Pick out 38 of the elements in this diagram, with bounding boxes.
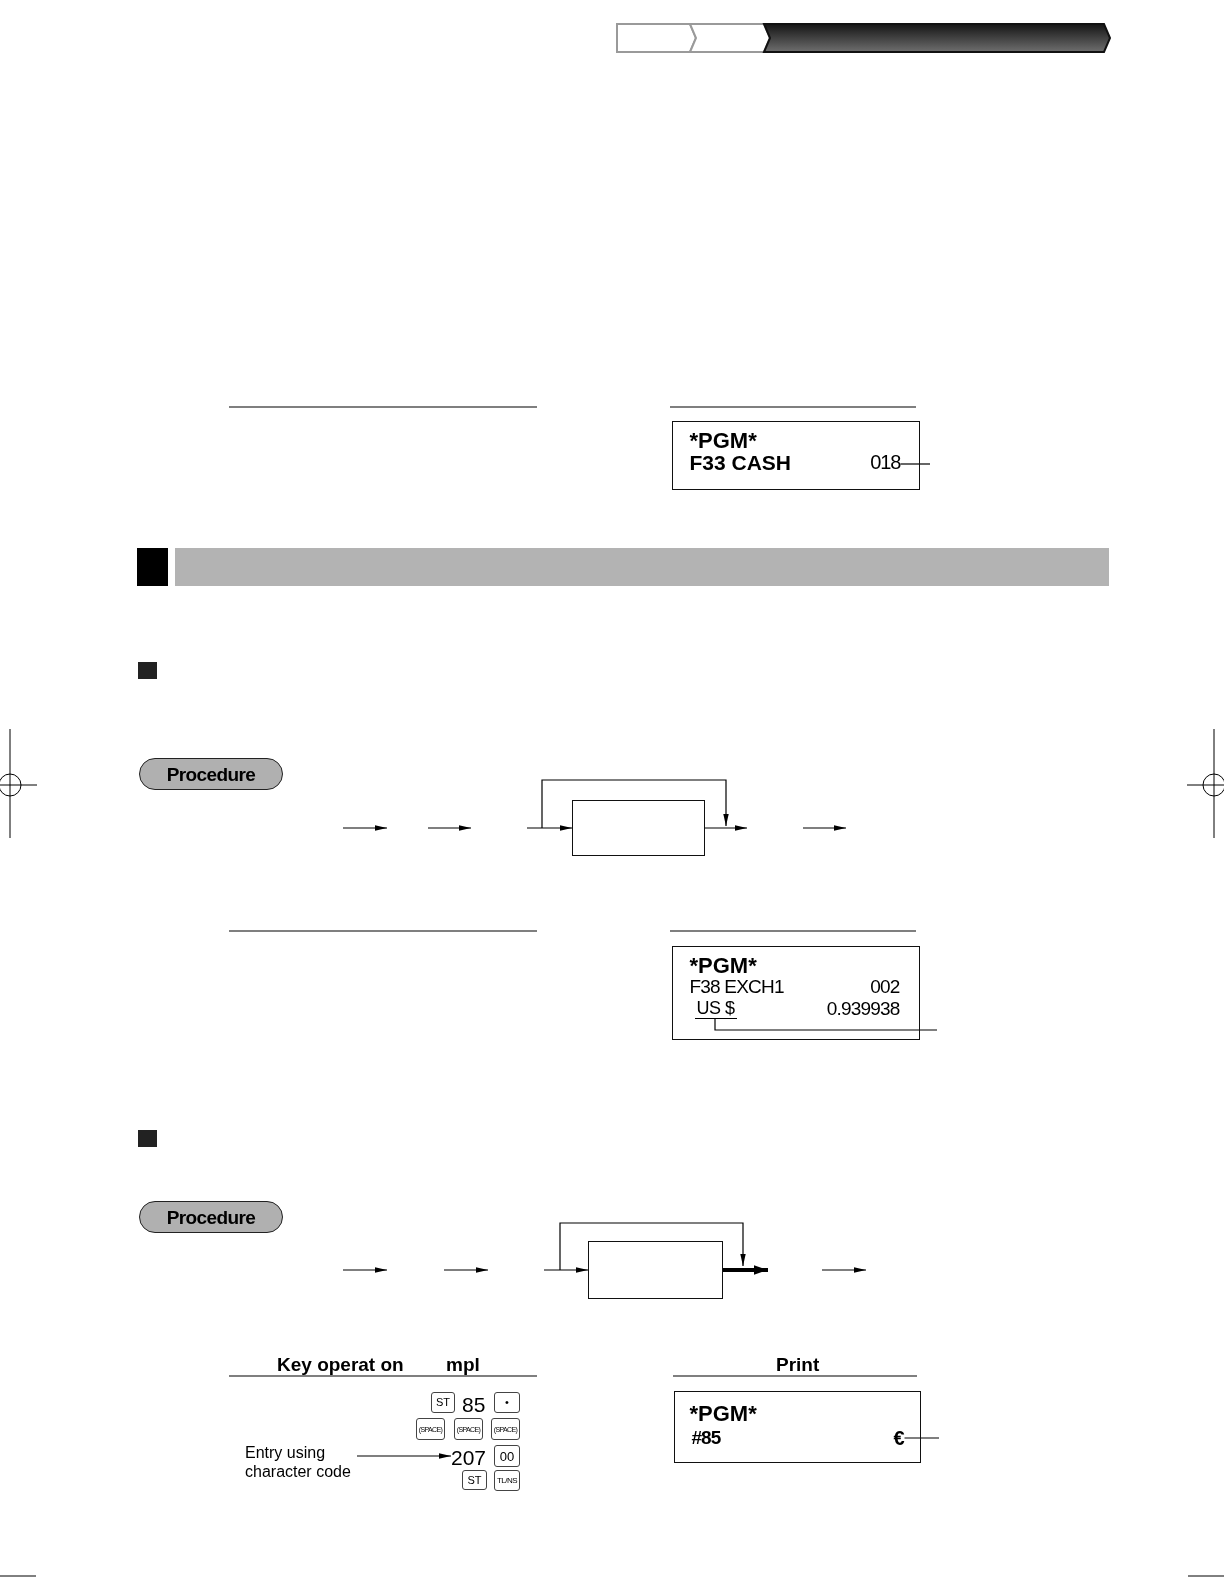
receipt-line: #85: [691, 1427, 721, 1447]
number-entry: 207: [451, 1447, 487, 1468]
key-cap: TL/NS: [494, 1470, 520, 1491]
receipt-line: *PGM*: [689, 954, 757, 977]
receipt-text: 018: [870, 451, 901, 472]
annotation-text: Entry using character code: [245, 1443, 357, 1482]
column-heading: Key operat on: [277, 1355, 404, 1374]
arrow: [723, 1265, 768, 1275]
key-cap: ST: [431, 1392, 455, 1413]
receipt-line: 002: [870, 976, 900, 996]
receipt-printout: [672, 946, 920, 1040]
leader-line: [903, 1437, 940, 1439]
receipt-printout: [672, 421, 920, 490]
receipt-printout: [674, 1391, 921, 1463]
leader-line: [714, 1017, 938, 1031]
receipt-line: *PGM*: [689, 1402, 757, 1425]
key-cap: ST: [462, 1470, 487, 1490]
leader-line: [899, 463, 931, 465]
key-cap: 00: [494, 1445, 520, 1467]
receipt-text: €: [893, 1427, 905, 1448]
arrow: [356, 1453, 452, 1459]
arrow: [543, 1267, 589, 1273]
process-box: [588, 1241, 723, 1299]
receipt-line: F38 EXCH1: [689, 976, 784, 996]
receipt-line: F33 CASH: [689, 451, 792, 473]
procedure-tag: Procedure: [139, 758, 283, 790]
column-heading: mpl: [446, 1355, 480, 1374]
number-entry: 85: [462, 1394, 486, 1415]
procedure-tag: Procedure: [139, 1201, 283, 1233]
arrow: [704, 825, 748, 831]
arrow: [526, 825, 573, 831]
column-heading: Print: [776, 1355, 820, 1374]
receipt-line: *PGM*: [689, 429, 757, 452]
receipt-line: 0.939938: [826, 998, 900, 1018]
process-box: [572, 800, 705, 856]
receipt-text: US $: [694, 998, 737, 1019]
section-heading-bar: [175, 548, 1109, 586]
key-cap: •: [494, 1392, 520, 1413]
